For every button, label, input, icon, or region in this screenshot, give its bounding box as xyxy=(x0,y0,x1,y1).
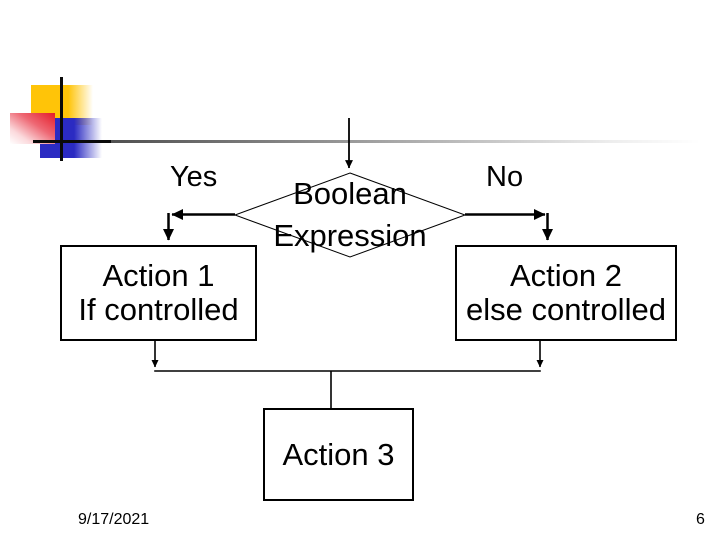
slide-date: 9/17/2021 xyxy=(78,511,150,528)
action2-box: Action 2 else controlled xyxy=(455,245,677,341)
action1-label-line2: If controlled xyxy=(78,292,239,327)
action1-label-line1: Action 1 xyxy=(102,258,215,293)
decoration-horizontal-line xyxy=(33,140,111,143)
decision-label-line2: Expression xyxy=(273,218,427,253)
action3-label: Action 3 xyxy=(282,436,395,472)
decoration-red-square xyxy=(10,113,55,144)
no-branch-label: No xyxy=(486,161,524,193)
decision-label-line1: Boolean xyxy=(293,176,407,211)
decision-label: Boolean Expression xyxy=(225,173,475,257)
action3-box: Action 3 xyxy=(263,408,414,501)
action2-label-line1: Action 2 xyxy=(509,258,622,293)
action2-label-line2: else controlled xyxy=(466,292,666,327)
yes-branch-label: Yes xyxy=(170,161,218,193)
decoration-gradient-rule xyxy=(100,140,700,143)
decision-diamond-shape xyxy=(233,172,467,258)
slide-page-number: 6 xyxy=(696,511,705,528)
decoration-vertical-line xyxy=(60,77,63,161)
action1-box: Action 1 If controlled xyxy=(60,245,257,341)
